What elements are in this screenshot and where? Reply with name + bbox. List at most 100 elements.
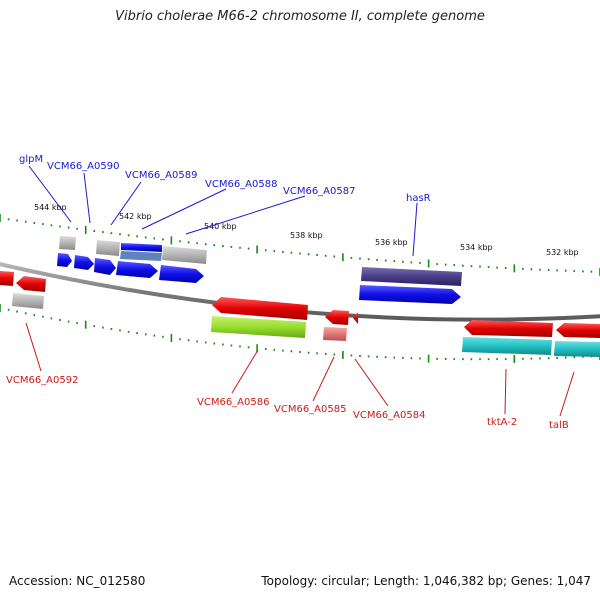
inner-minor-tick <box>402 356 404 359</box>
outer-minor-tick <box>556 269 558 272</box>
feature-tktA-2-teal[interactable] <box>462 337 552 355</box>
connector-glpM <box>28 165 72 223</box>
feature-glpM-blue[interactable] <box>57 253 72 267</box>
label-VCM66_A0586[interactable]: VCM66_A0586 <box>197 397 269 408</box>
connector-A0586 <box>231 349 259 394</box>
inner-minor-tick <box>282 349 284 352</box>
label-VCM66_A0589[interactable]: VCM66_A0589 <box>125 170 197 181</box>
tick-label-534: 534 kbp <box>460 243 493 252</box>
feature-A0588-blue-top[interactable] <box>121 243 162 252</box>
outer-major-tick <box>513 264 516 273</box>
feature-glpM-gray[interactable] <box>59 236 76 250</box>
outer-minor-tick <box>539 268 541 271</box>
connector-A0585 <box>312 356 335 402</box>
inner-minor-tick <box>522 357 524 360</box>
inner-minor-tick <box>384 356 387 359</box>
label-talB[interactable]: talB <box>549 420 569 431</box>
outer-minor-tick <box>7 218 10 221</box>
feature-tktA-2-red[interactable] <box>464 320 553 337</box>
feature-hasR-blue[interactable] <box>359 285 461 304</box>
inner-minor-tick <box>453 358 456 361</box>
inner-minor-tick <box>33 314 36 317</box>
outer-major-tick <box>170 236 173 245</box>
outer-minor-tick <box>384 259 387 262</box>
inner-minor-tick <box>290 350 293 353</box>
outer-minor-tick <box>136 235 138 238</box>
outer-minor-tick <box>444 263 447 266</box>
label-VCM66_A0584[interactable]: VCM66_A0584 <box>353 410 425 421</box>
inner-minor-tick <box>67 320 70 323</box>
inner-minor-tick <box>179 338 181 341</box>
outer-minor-tick <box>222 245 224 247</box>
inner-major-tick <box>513 354 516 363</box>
label-VCM66_A0587[interactable]: VCM66_A0587 <box>283 186 355 197</box>
outer-minor-tick <box>453 264 456 267</box>
label-VCM66_A0585[interactable]: VCM66_A0585 <box>274 404 346 415</box>
outer-minor-tick <box>299 252 301 255</box>
feature-A0588-steel[interactable] <box>120 251 162 261</box>
outer-minor-tick <box>307 253 310 256</box>
inner-minor-tick <box>127 330 130 333</box>
outer-minor-tick <box>376 258 378 261</box>
tick-label-540: 540 kbp <box>204 222 237 231</box>
outer-minor-tick <box>590 270 593 273</box>
label-VCM66_A0590[interactable]: VCM66_A0590 <box>47 161 119 172</box>
connector-A0584 <box>354 358 389 407</box>
label-hasR[interactable]: hasR <box>406 193 431 204</box>
outer-minor-tick <box>144 236 147 239</box>
outer-minor-tick <box>93 230 96 232</box>
outer-minor-tick <box>119 233 121 236</box>
feature-A0590-gray[interactable] <box>96 240 120 256</box>
feature-A0585-pink[interactable] <box>323 327 347 341</box>
connector-hasR <box>412 202 418 257</box>
label-VCM66_A0592[interactable]: VCM66_A0592 <box>6 375 78 386</box>
feature-A0588-blue[interactable] <box>116 261 158 278</box>
inner-minor-tick <box>496 358 498 361</box>
outer-minor-tick <box>530 268 533 271</box>
feature-A0586-lime[interactable] <box>211 316 306 338</box>
outer-minor-tick <box>316 254 318 256</box>
inner-major-tick <box>256 344 258 353</box>
feature-A0587-gray[interactable] <box>162 246 207 264</box>
inner-minor-tick <box>547 357 550 360</box>
outer-minor-tick <box>573 270 576 273</box>
label-VCM66_A0588[interactable]: VCM66_A0588 <box>205 179 277 190</box>
outer-minor-tick <box>582 270 584 273</box>
outer-minor-tick <box>479 265 481 268</box>
inner-minor-tick <box>573 356 576 359</box>
feature-A0592-gray[interactable] <box>12 293 44 309</box>
feature-A0584-red[interactable] <box>353 312 358 324</box>
inner-minor-tick <box>136 332 138 335</box>
feature-talB-teal[interactable] <box>554 341 600 357</box>
outer-minor-tick <box>196 242 198 245</box>
inner-major-tick <box>427 354 430 363</box>
outer-minor-tick <box>50 224 53 227</box>
feature-A0589-blue[interactable] <box>94 258 116 275</box>
inner-minor-tick <box>102 326 104 329</box>
feature-hasR-purple[interactable] <box>361 267 462 286</box>
feature-A0587-blue[interactable] <box>159 265 204 283</box>
inner-minor-tick <box>16 310 18 313</box>
inner-minor-tick <box>230 344 233 347</box>
outer-minor-tick <box>59 225 61 228</box>
feature-A0592-red[interactable] <box>16 276 46 292</box>
label-tktA-2[interactable]: tktA-2 <box>487 417 517 428</box>
outer-minor-tick <box>239 246 241 249</box>
feature-A0585-red[interactable] <box>325 310 349 325</box>
map-title: Vibrio cholerae M66-2 chromosome II, com… <box>115 9 485 24</box>
outer-minor-tick <box>110 232 113 235</box>
tick-label-542: 542 kbp <box>119 212 152 221</box>
feature-A0593-red[interactable] <box>0 271 14 286</box>
inner-minor-tick <box>24 312 27 315</box>
inner-major-tick <box>84 320 87 329</box>
feature-A0586-red[interactable] <box>212 297 308 320</box>
label-glpM[interactable]: glpM <box>19 154 43 165</box>
tick-label-536: 536 kbp <box>375 238 408 247</box>
feature-A0590-blue[interactable] <box>74 255 94 270</box>
inner-minor-tick <box>196 340 198 343</box>
inner-minor-tick <box>50 317 53 320</box>
inner-minor-tick <box>582 355 584 358</box>
feature-talB-red[interactable] <box>556 323 600 338</box>
inner-minor-tick <box>530 357 533 360</box>
outer-major-tick <box>84 225 87 234</box>
